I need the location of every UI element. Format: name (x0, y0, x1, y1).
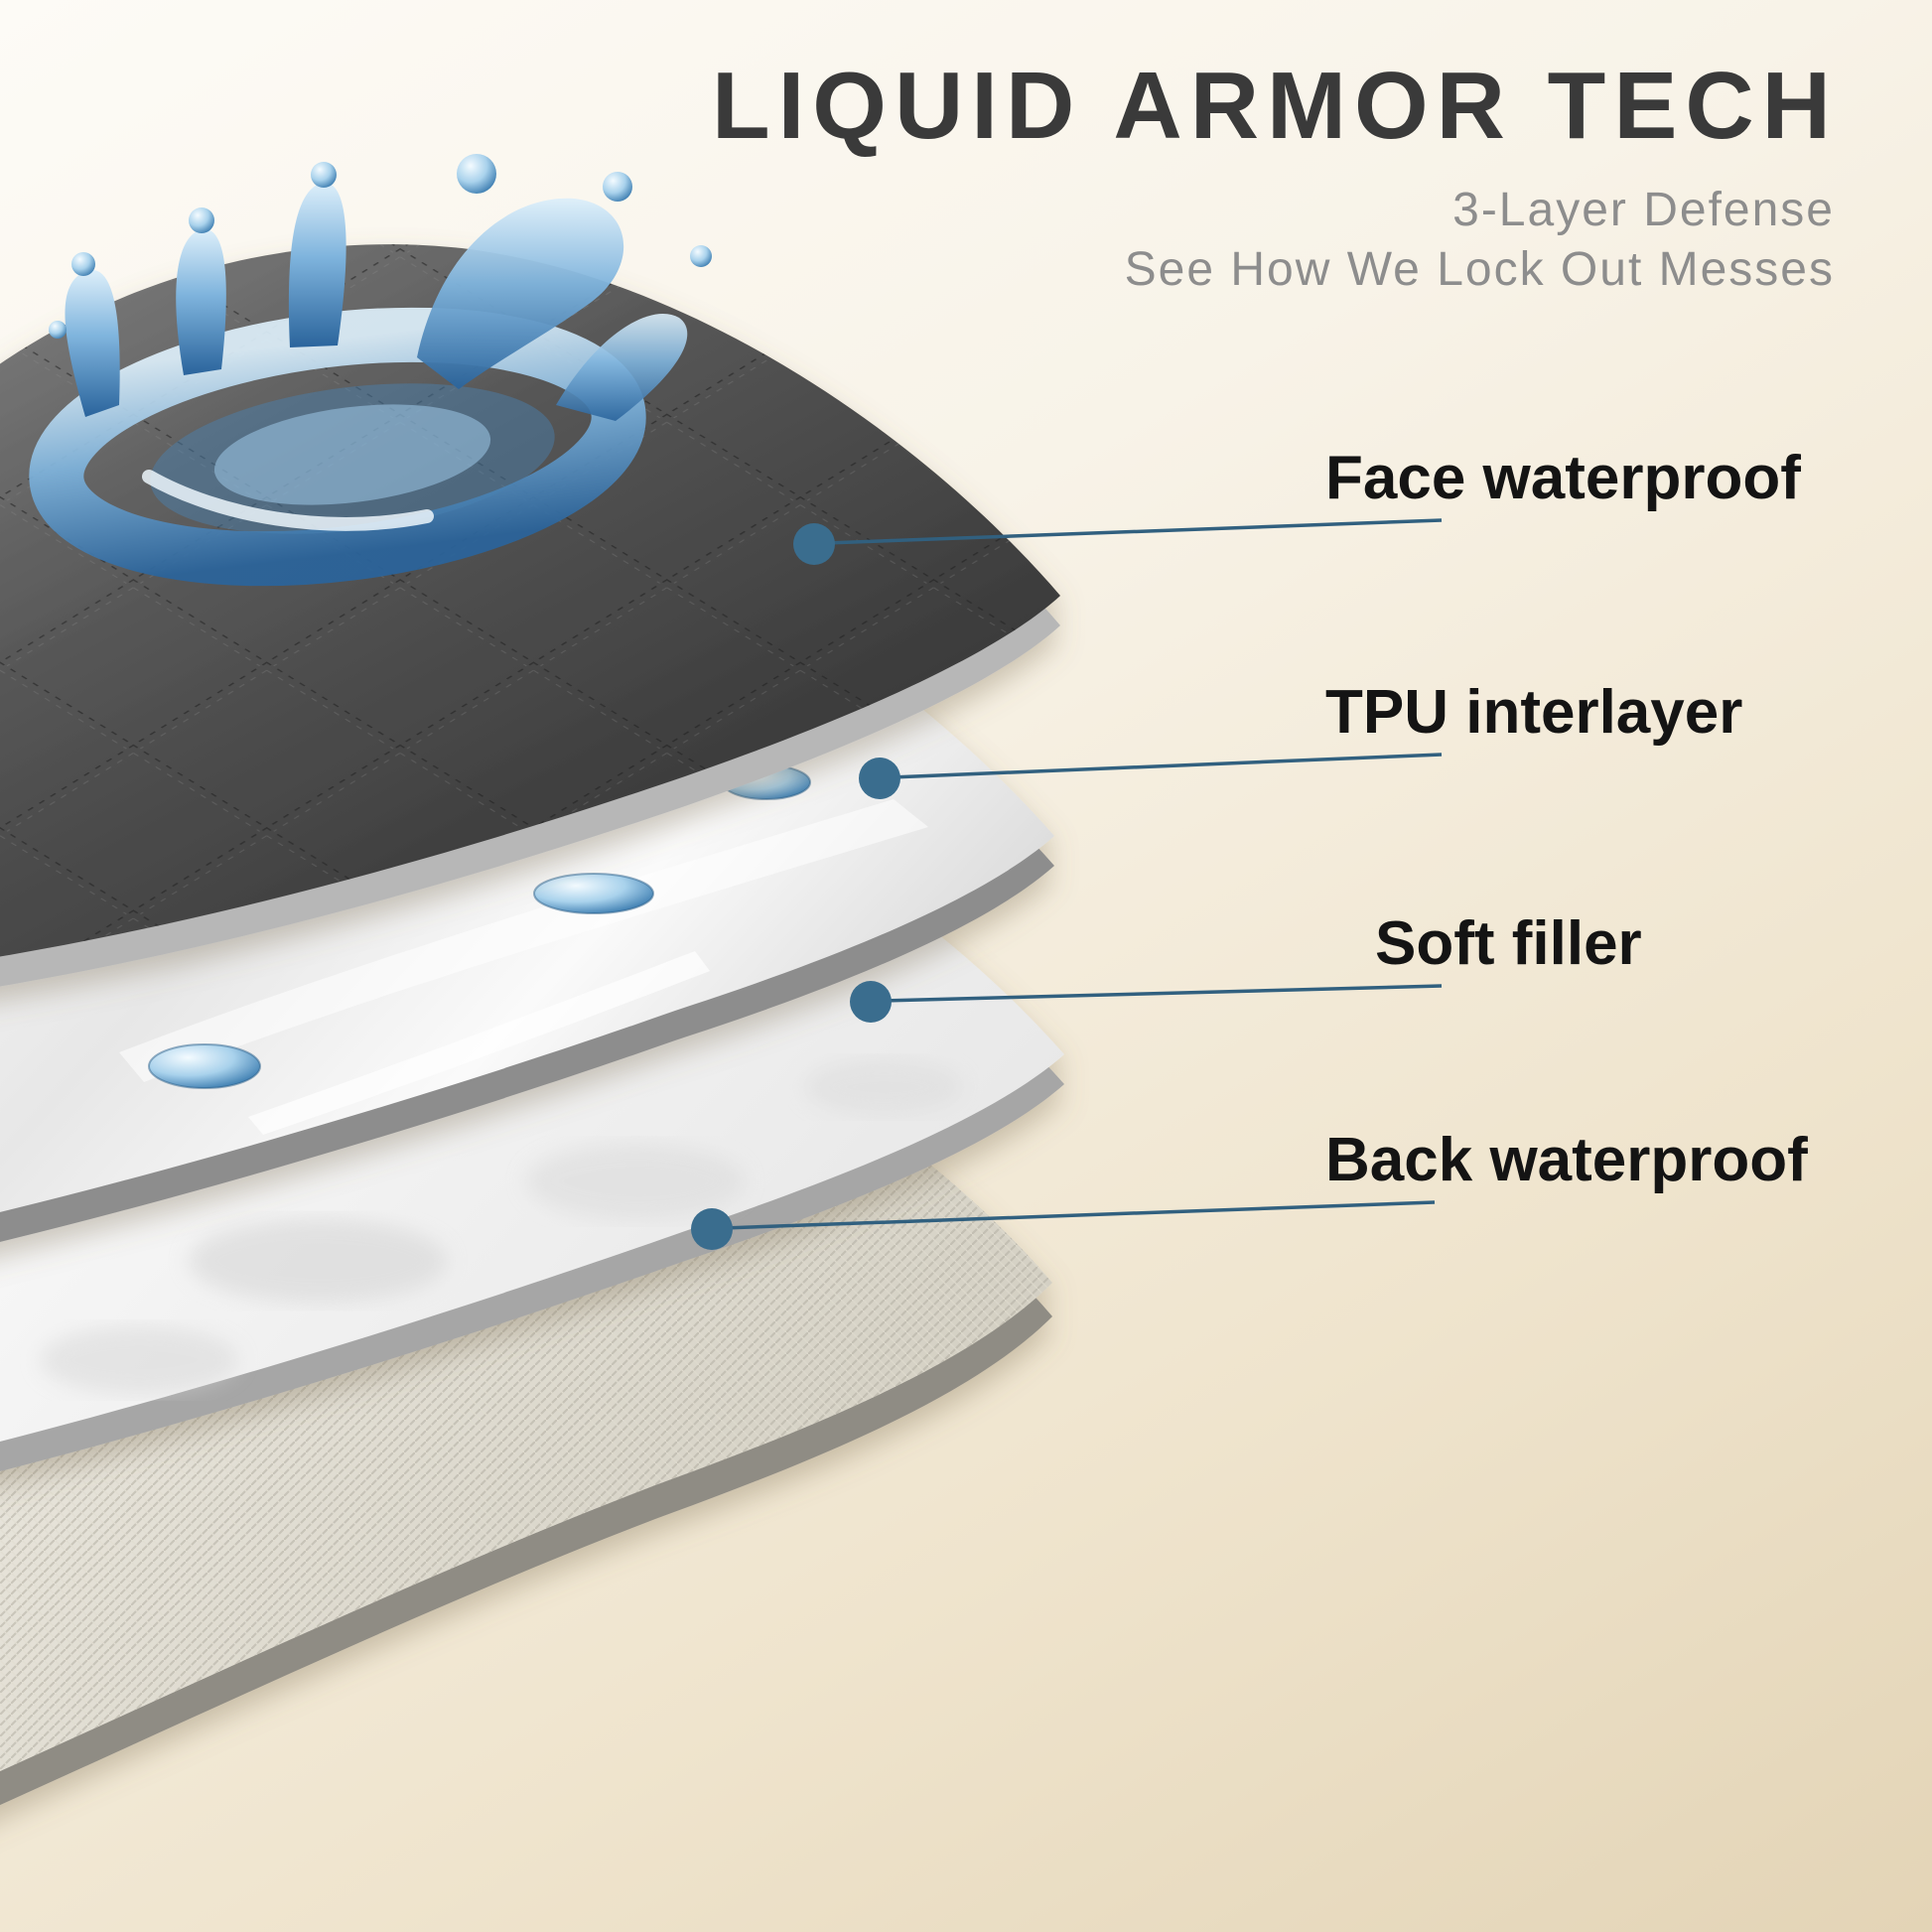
tpu-water-drop (148, 1043, 261, 1089)
callout-line-face (825, 518, 1443, 545)
callout-dot (793, 523, 835, 565)
label-back-waterproof: Back waterproof (1325, 1126, 1808, 1194)
label-tpu-interlayer: TPU interlayer (1325, 678, 1743, 747)
water-droplet (49, 321, 67, 339)
water-droplet (603, 172, 632, 202)
label-soft-filler: Soft filler (1375, 909, 1642, 978)
water-splash-illustration (29, 154, 712, 587)
water-droplet (189, 207, 214, 233)
label-face-waterproof: Face waterproof (1325, 444, 1801, 512)
water-droplet (457, 154, 496, 194)
water-droplet (71, 252, 95, 276)
callout-line-tpu (891, 753, 1443, 779)
water-droplet (690, 245, 712, 267)
callout-line-filler (882, 984, 1443, 1003)
water-droplet (311, 162, 337, 188)
callout-dot (859, 758, 900, 799)
callout-line-back (723, 1200, 1436, 1230)
callouts (691, 518, 1443, 1250)
tpu-water-drop (533, 873, 654, 914)
page-title: LIQUID ARMOR TECH (711, 53, 1839, 159)
callout-dot (850, 981, 892, 1023)
subtitle-line-1: 3-Layer Defense (1452, 184, 1835, 236)
callout-dot (691, 1208, 733, 1250)
subtitle: 3-Layer Defense See How We Lock Out Mess… (1125, 181, 1835, 300)
subtitle-line-2: See How We Lock Out Messes (1124, 243, 1835, 296)
